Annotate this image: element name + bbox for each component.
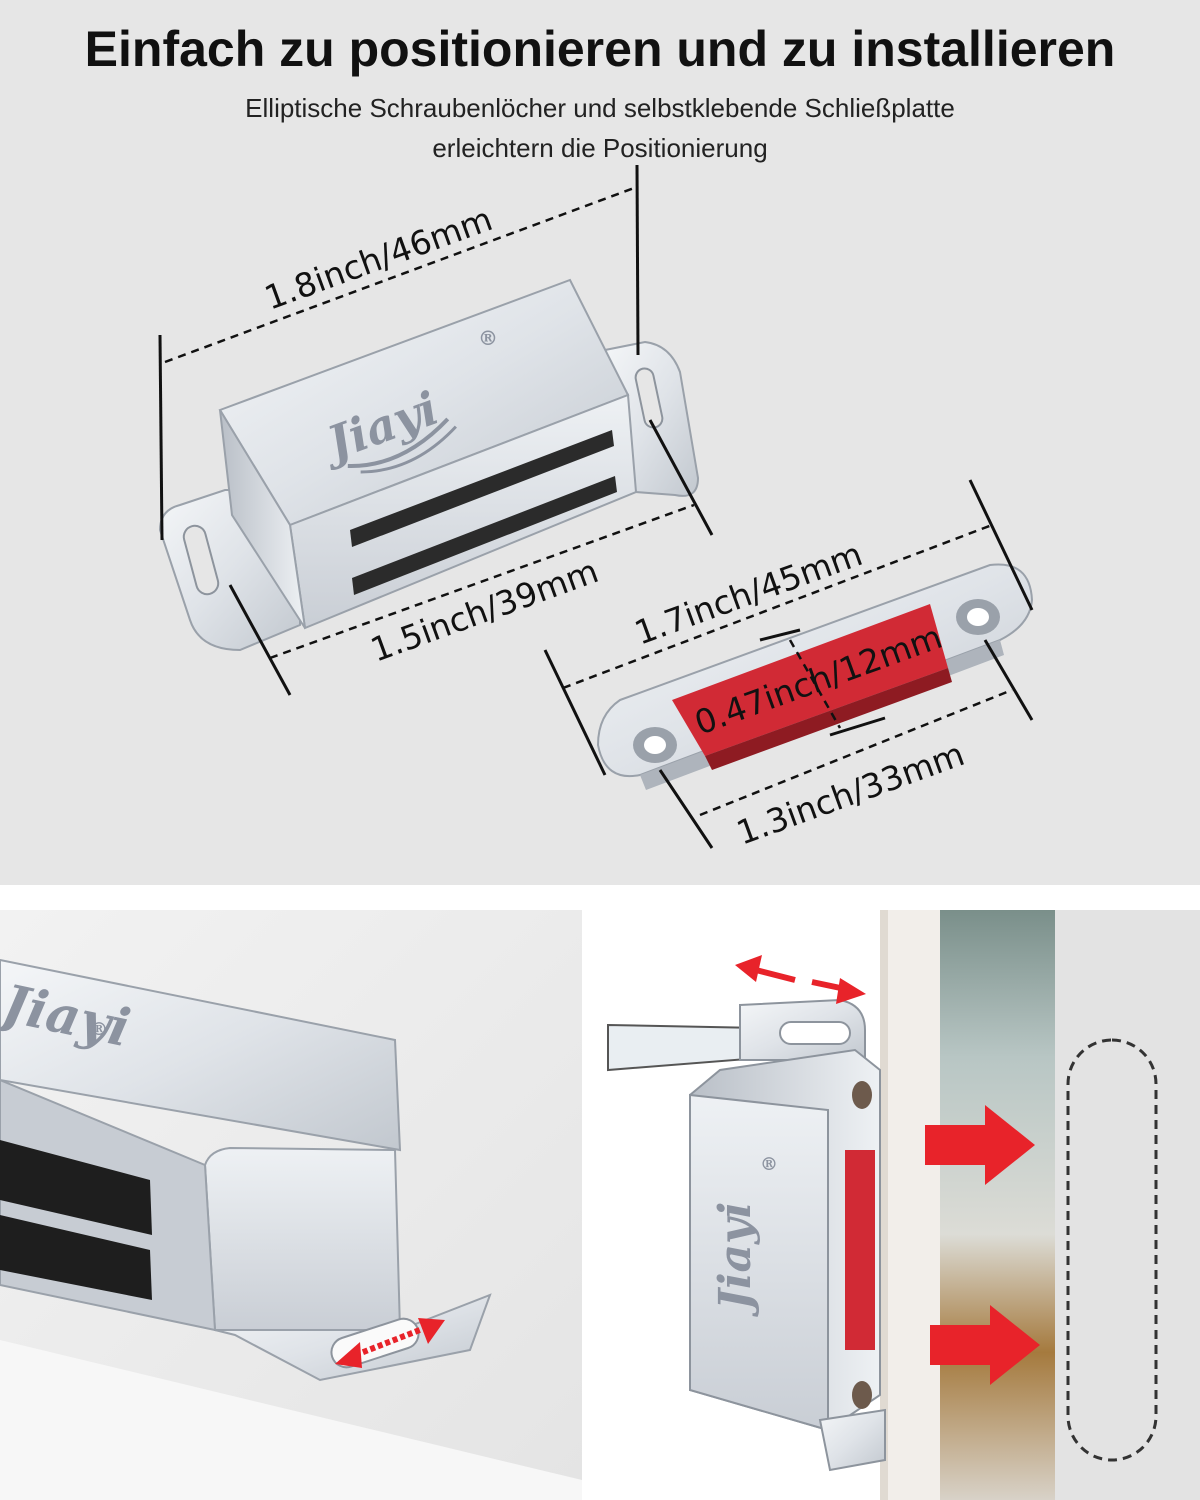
extension-line-spacing-right [983,639,1034,721]
extension-line-spacing-left [658,769,714,849]
extension-line-right [635,164,640,356]
catch-dimension-lines [158,164,714,696]
double-arrow-icon [335,1318,445,1368]
plate-hole-spacing-label: 1.3inch/33mm [731,734,969,852]
dashed-outline-icon [1066,1038,1158,1462]
magnet-strip-lower [352,476,617,595]
closeup-magnet-upper [0,1140,152,1235]
installed-adhesive-pad [845,1150,875,1350]
extension-line-left [158,334,164,541]
subtitle-line-1: Elliptische Schraubenlöcher und selbstkl… [245,93,955,123]
magnetic-catch-illustration: Jiayi ® [158,278,700,652]
plate-dimension-lines [543,479,1034,849]
extension-line-body-right [648,419,714,536]
magnet-strip-upper [350,430,614,547]
subtitle-line-2: erleichtern die Positionierung [432,133,768,163]
dimension-line-plate-length [562,523,993,690]
dimension-line-spacing [699,688,1013,817]
closeup-photo: Jiayi ® [0,910,582,1500]
closeup-magnet-lower [0,1215,152,1300]
page-title: Einfach zu positionieren und zu installi… [84,21,1116,77]
extension-line-plate-width-bottom [829,716,886,737]
extension-line-plate-left [543,649,607,776]
dimension-line-body [269,503,695,660]
closeup-registered-mark: ® [90,1019,108,1040]
registered-mark: ® [478,326,498,350]
installed-logo: Jiayi [710,1202,761,1317]
installation-photo: Jiayi ® [607,910,1200,1500]
adhesive-pad [672,604,948,756]
adjust-arrows-icon [735,955,866,1004]
svg-text:Jiayi: Jiayi [710,1202,761,1317]
extension-line-body-left [228,584,292,696]
dimension-line-plate-width [788,639,842,729]
page-subtitle: Elliptische Schraubenlöcher und selbstkl… [150,88,1050,168]
extension-line-plate-width-top [759,628,801,642]
extension-line-plate-right [968,479,1034,611]
installed-registered-mark: ® [760,1154,778,1175]
right-arrow-icon [925,1105,1035,1185]
catch-length-label: 1.8inch/46mm [259,199,497,317]
strike-plate-illustration [596,563,1034,790]
right-arrow-icon-lower [930,1305,1040,1385]
